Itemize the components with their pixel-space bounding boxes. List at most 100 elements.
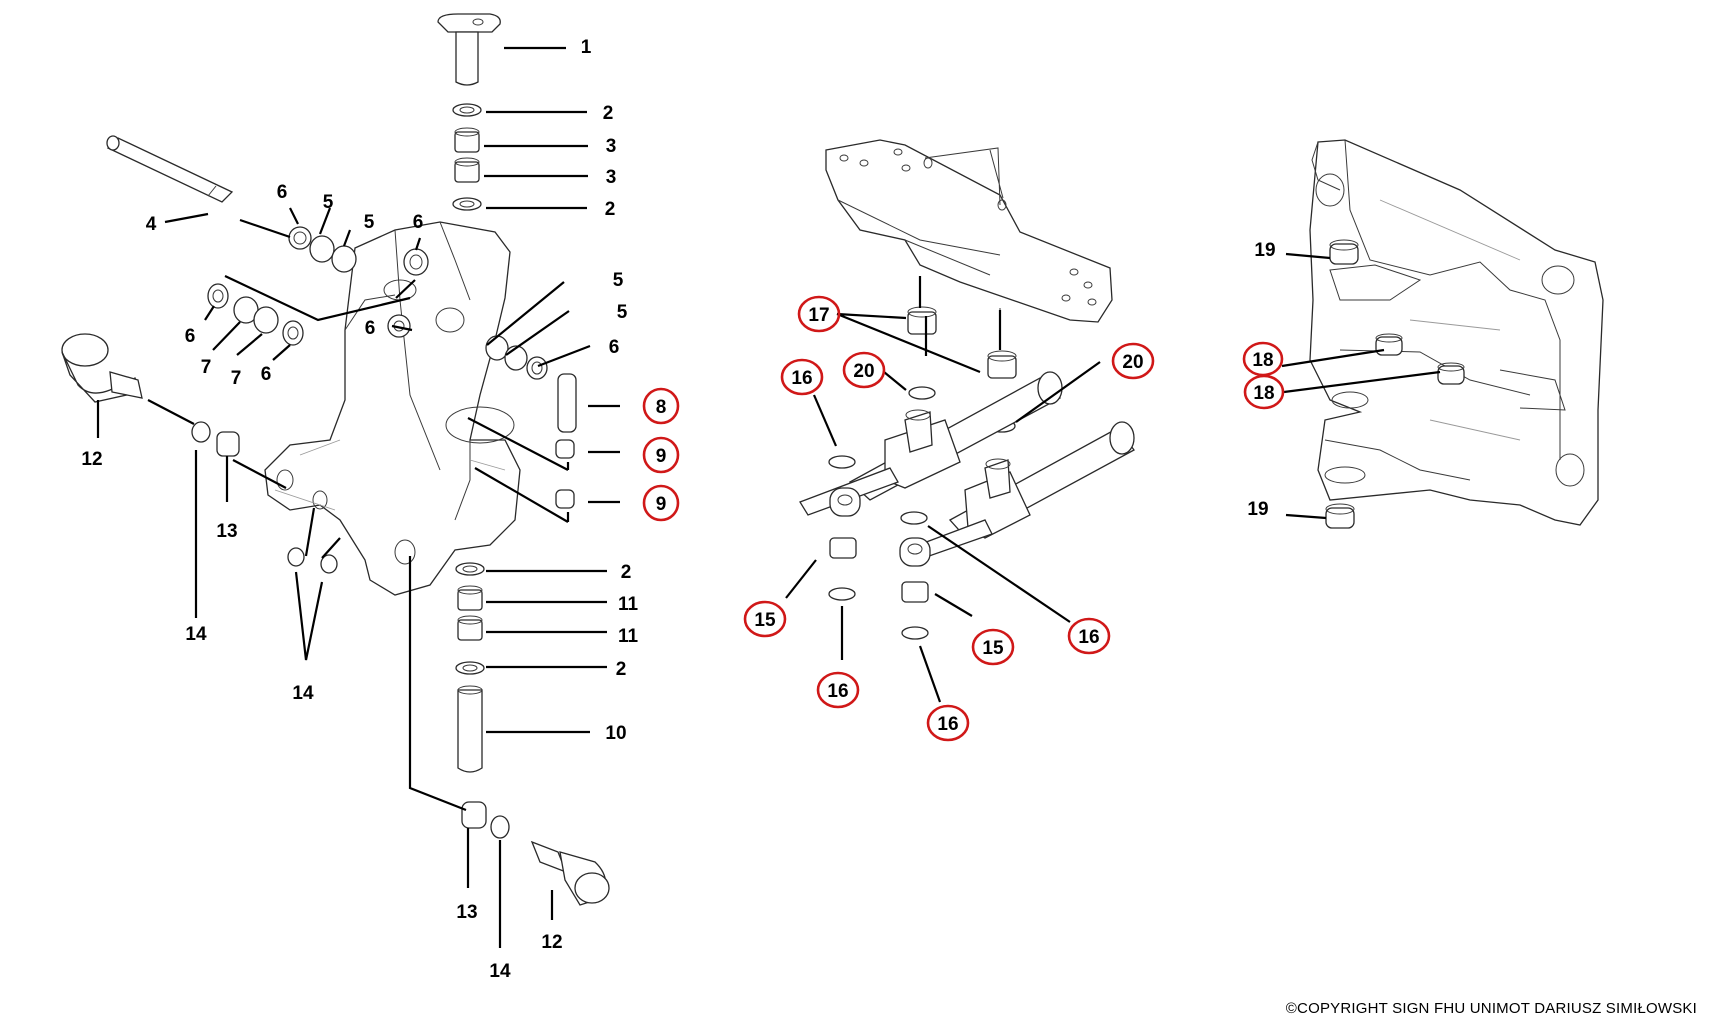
callout-ring-17 (797, 295, 841, 333)
callout-6: 6 (277, 182, 288, 203)
bushing-stack-lower (455, 562, 485, 773)
callout-ring-16 (1067, 617, 1111, 655)
bushing-19-top (1329, 243, 1359, 265)
callout-9: 9 (656, 446, 667, 467)
washer-16-d (901, 626, 929, 640)
hydraulic-cylinder-right (899, 421, 1135, 567)
callout-15: 15 (754, 610, 776, 631)
washer-16-c (900, 511, 928, 525)
callout-13: 13 (216, 521, 237, 542)
bushing-set-upper (288, 226, 429, 338)
bushing-13-left (216, 431, 240, 457)
callout-10: 10 (605, 723, 626, 744)
callout-2: 2 (616, 659, 627, 680)
middle-assembly (799, 139, 1135, 640)
hydraulic-cylinder-left (799, 371, 1063, 517)
pin-8 (557, 373, 577, 433)
callout-20: 20 (1122, 352, 1143, 373)
callout-5: 5 (323, 192, 334, 213)
callout-7: 7 (231, 368, 242, 389)
tie-rod-end-left (61, 333, 143, 403)
bushing-13-lower (461, 801, 487, 829)
left-assembly (61, 13, 610, 906)
callout-16: 16 (1078, 627, 1099, 648)
tie-rod-end-right (530, 840, 610, 906)
callout-6: 6 (365, 318, 376, 339)
callout-20: 20 (853, 361, 874, 382)
callout-ring-8 (642, 387, 680, 425)
callout-ring-16 (926, 704, 970, 742)
callout-2: 2 (621, 562, 632, 583)
callout-14: 14 (185, 624, 207, 645)
callout-16: 16 (937, 714, 958, 735)
callout-2: 2 (603, 103, 614, 124)
washer-16-a (828, 455, 856, 469)
callout-6: 6 (261, 364, 272, 385)
callout-12: 12 (541, 932, 562, 953)
callout-ring-16 (816, 671, 860, 709)
callout-19: 19 (1247, 499, 1268, 520)
callout-2: 2 (605, 199, 616, 220)
washer-14-bottom (490, 815, 510, 839)
bushing-9-upper (555, 439, 575, 459)
axle-carrier-frame (1309, 139, 1604, 526)
bushing-set-right (485, 335, 548, 380)
callout-11: 11 (618, 626, 639, 647)
washer-14-left (191, 421, 211, 443)
callout-9: 9 (656, 494, 667, 515)
bushing-set-left (207, 283, 304, 346)
washer-14-lower-b (320, 554, 338, 574)
callout-ring-16 (780, 358, 824, 396)
callout-labels: 1 2 3 3 2 4 6 5 5 6 6 6 7 7 6 5 5 6 8 9 … (81, 37, 1285, 982)
bushing-18-upper (1375, 336, 1403, 356)
callout-12: 12 (81, 449, 102, 470)
callout-5: 5 (364, 212, 375, 233)
callout-11: 11 (618, 594, 639, 615)
bushing-18-lower (1437, 365, 1465, 385)
callout-14: 14 (292, 683, 314, 704)
callout-ring-9 (642, 484, 680, 522)
callout-ring-9 (642, 436, 680, 474)
callout-18: 18 (1253, 383, 1274, 404)
callout-6: 6 (413, 212, 424, 233)
callout-5: 5 (613, 270, 624, 291)
kingpin-top (437, 13, 501, 86)
bushing-17-left (907, 311, 937, 335)
washer-14-lower-a (287, 547, 305, 567)
right-assembly (1309, 139, 1604, 529)
callout-ring-20 (842, 351, 886, 389)
callout-18: 18 (1252, 350, 1273, 371)
mounting-plate (825, 139, 1113, 323)
bushing-stack-top (452, 103, 482, 211)
bushing-15-left (829, 537, 857, 559)
pivot-pin-long (106, 135, 234, 203)
callout-6: 6 (609, 337, 620, 358)
bushing-15-right (901, 581, 929, 603)
bushing-9-lower (555, 489, 575, 509)
callout-1: 1 (581, 37, 592, 58)
callout-6: 6 (185, 326, 196, 347)
copyright-notice: ©COPYRIGHT SIGN FHU UNIMOT DARIUSZ SIMIŁ… (1285, 1000, 1697, 1017)
callout-7: 7 (201, 357, 212, 378)
callout-ring-15 (971, 628, 1015, 666)
callout-3: 3 (606, 167, 617, 188)
callout-8: 8 (656, 397, 667, 418)
callout-4: 4 (146, 214, 157, 235)
bushing-19-bottom (1325, 507, 1355, 529)
callout-5: 5 (617, 302, 628, 323)
callout-17: 17 (808, 305, 829, 326)
callout-16: 16 (791, 368, 812, 389)
callout-ring-20 (1111, 342, 1155, 380)
callout-3: 3 (606, 136, 617, 157)
bushing-17-right (987, 355, 1017, 379)
washer-16-b (828, 587, 856, 601)
callout-ring-18 (1243, 374, 1285, 410)
callout-ring-15 (743, 600, 787, 638)
leader-lines (96, 46, 1441, 948)
callout-16: 16 (827, 681, 848, 702)
axle-bracket-housing (264, 221, 521, 596)
callout-13: 13 (456, 902, 477, 923)
callout-15: 15 (982, 638, 1004, 659)
callout-19: 19 (1254, 240, 1275, 261)
